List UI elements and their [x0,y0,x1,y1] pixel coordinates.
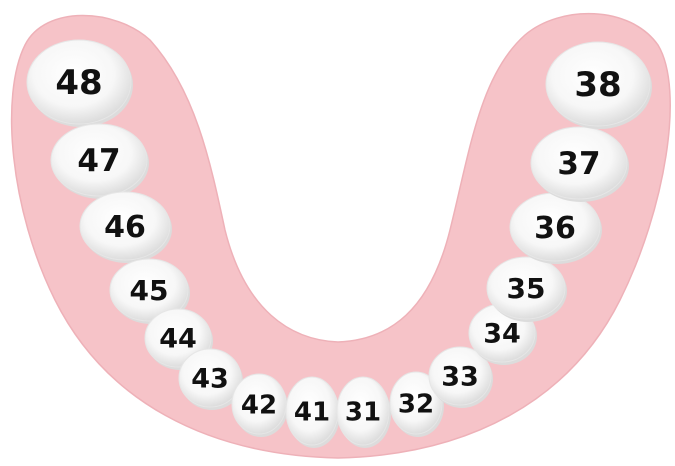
tooth-36[interactable]: 36 [509,192,602,264]
tooth-crown [178,348,242,408]
tooth-48[interactable]: 48 [26,39,133,127]
tooth-label: 37 [557,146,600,182]
tooth-label: 33 [441,362,479,393]
tooth-31[interactable]: 31 [336,376,391,448]
tooth-label: 35 [507,272,546,305]
tooth-35[interactable]: 35 [486,256,567,322]
tooth-label: 32 [398,389,434,419]
tooth-label: 34 [483,319,521,350]
tooth-label: 43 [191,364,229,395]
tooth-label: 45 [130,274,169,307]
tooth-label: 46 [104,210,146,245]
tooth-37[interactable]: 37 [530,126,629,202]
tooth-crown [79,191,171,261]
tooth-label: 47 [77,143,120,179]
tooth-label: 41 [294,397,330,427]
tooth-42[interactable]: 42 [231,373,288,437]
tooth-label: 42 [241,390,277,420]
tooth-label: 31 [345,397,381,427]
tooth-crown [50,123,148,197]
tooth-46[interactable]: 46 [79,191,172,263]
tooth-crown [109,258,189,322]
tooth-label: 36 [534,211,576,246]
tooth-47[interactable]: 47 [50,123,149,199]
tooth-label: 44 [159,324,197,355]
tooth-crown [26,39,132,125]
tooth-crown [231,373,287,435]
tooth-label: 38 [574,65,621,105]
tooth-crown [428,346,492,406]
tooth-crown [530,126,628,200]
tooth-crown [389,371,443,435]
tooth-33[interactable]: 33 [428,346,493,408]
tooth-38[interactable]: 38 [545,41,652,129]
tooth-43[interactable]: 43 [178,348,243,410]
tooth-45[interactable]: 45 [109,258,190,324]
tooth-41[interactable]: 41 [285,376,340,448]
tooth-crown [545,41,651,127]
tooth-crown [486,256,566,320]
tooth-32[interactable]: 32 [389,371,444,437]
tooth-label: 48 [55,63,102,103]
tooth-crown [336,376,390,446]
